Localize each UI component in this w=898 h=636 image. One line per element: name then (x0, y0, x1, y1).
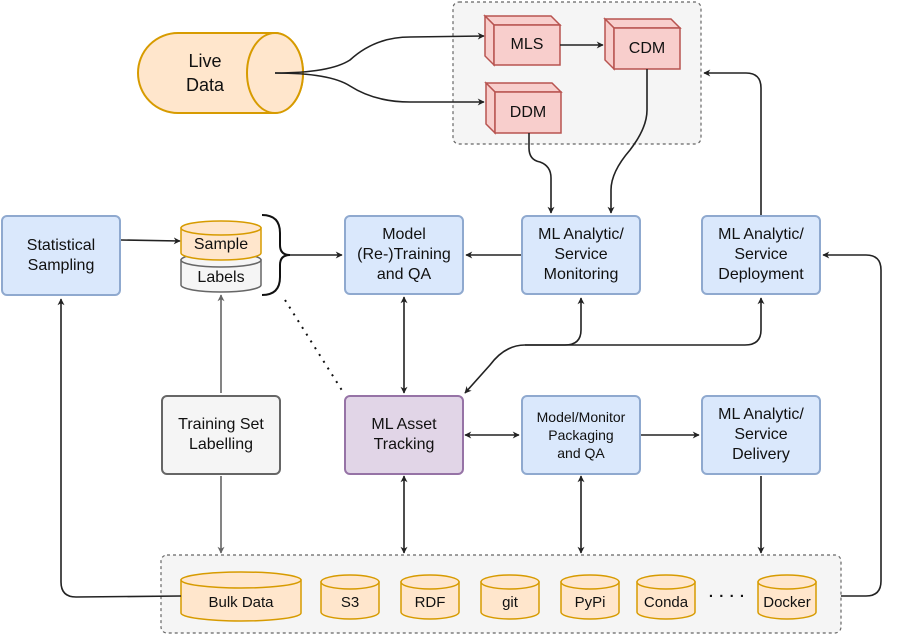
deployment-box[interactable]: ML Analytic/ Service Deployment (701, 215, 821, 295)
docker-cylinder (757, 574, 817, 620)
mls-cube (483, 14, 562, 67)
conda-cylinder (636, 574, 696, 620)
edge-bulk-to-sampling (57, 298, 182, 598)
git-cylinder (480, 574, 540, 620)
storage-ellipsis: . . . . (708, 584, 746, 601)
pypi-label: PyPi (574, 594, 606, 611)
mls-label: MLS (510, 36, 544, 53)
cdm-label: CDM (628, 39, 666, 57)
docker-label: Docker (763, 594, 811, 611)
packaging-box[interactable]: Model/Monitor Packaging and QA (521, 395, 641, 475)
sample-labels-brace (261, 214, 291, 296)
edge-deployment-to-cdm (703, 69, 762, 215)
edge-tracking-to-deployment (525, 297, 765, 346)
edge-cdm-to-monitoring (607, 69, 648, 214)
rdf-label: RDF (414, 594, 446, 611)
edge-storage-to-deployment (822, 251, 882, 597)
training-set-labelling-box[interactable]: Training Set Labelling (161, 395, 281, 475)
edge-sampling-to-sample (120, 237, 181, 245)
rdf-cylinder (400, 574, 460, 620)
asset-tracking-box[interactable]: ML Asset Tracking (344, 395, 464, 475)
edge-labels-tracking-dotted (284, 299, 344, 393)
edge-live-to-mls (274, 32, 485, 74)
statistical-sampling-box[interactable]: Statistical Sampling (1, 215, 121, 296)
live-data-label: Live Data (185, 51, 225, 95)
pypi-cylinder (560, 574, 620, 620)
delivery-box[interactable]: ML Analytic/ Service Delivery (701, 395, 821, 475)
monitoring-box[interactable]: ML Analytic/ Service Monitoring (521, 215, 641, 295)
edge-ddm-to-monitoring (528, 133, 555, 214)
labels-label: Labels (197, 269, 245, 286)
model-training-box[interactable]: Model (Re-)Training and QA (344, 215, 464, 295)
sample-label: Sample (193, 236, 249, 253)
edge-live-to-ddm (274, 72, 485, 106)
s3-cylinder (320, 574, 380, 620)
bulk-data-label: Bulk Data (208, 594, 274, 611)
git-label: git (502, 594, 518, 611)
s3-label: S3 (340, 594, 360, 611)
bulk-data-cylinder (180, 571, 302, 622)
ddm-label: DDM (509, 103, 547, 121)
ddm-cube (484, 81, 563, 135)
sample-cylinder (180, 220, 262, 261)
conda-label: Conda (643, 594, 689, 611)
